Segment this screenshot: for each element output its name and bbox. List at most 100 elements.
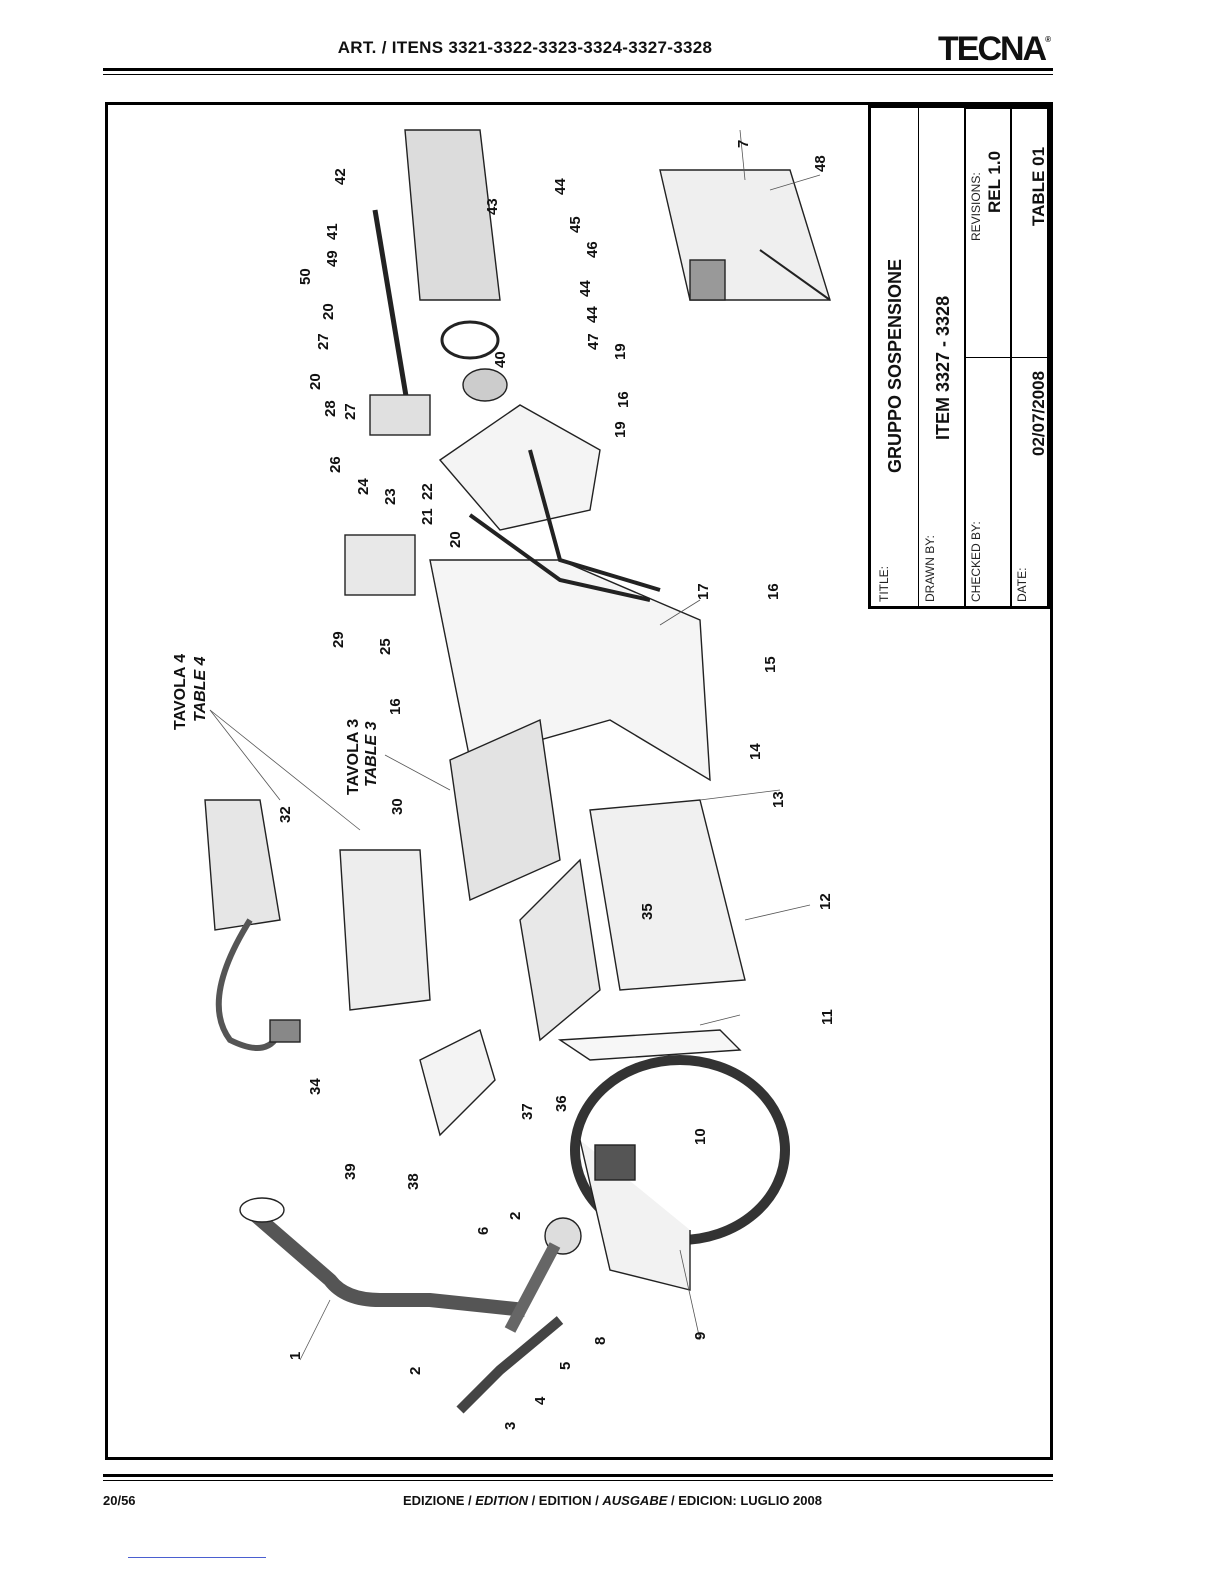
leader-line — [209, 709, 361, 831]
leader-line — [769, 174, 821, 191]
detail-rail-part — [759, 249, 831, 301]
callout-39: 39 — [342, 1163, 359, 1180]
shaft-part — [504, 1242, 561, 1333]
side-plate-part — [589, 799, 746, 991]
edition-text-c: / EDITION / — [527, 1493, 603, 1508]
callout-1: 1 — [287, 1352, 304, 1360]
callout-14: 14 — [747, 743, 764, 760]
document-header-title: ART. / ITENS 3321-3322-3323-3324-3327-33… — [337, 38, 713, 57]
footer-rule-thin — [103, 1480, 1053, 1481]
leader-line — [679, 1249, 701, 1341]
callout-19: 19 — [612, 343, 629, 360]
callout-3: 3 — [502, 1422, 519, 1430]
callout-25: 25 — [377, 638, 394, 655]
callout-4: 4 — [532, 1396, 549, 1405]
valve-block-part — [449, 718, 561, 902]
leader-line — [299, 1299, 331, 1361]
callout-19: 19 — [612, 421, 629, 438]
callout-8: 8 — [592, 1337, 609, 1345]
callout-29: 29 — [330, 631, 347, 648]
edition-line: EDIZIONE / EDITION / EDITION / AUSGABE /… — [0, 1493, 1225, 1508]
handle-bar-part — [250, 1209, 526, 1317]
tb-col-title — [871, 108, 919, 606]
tb-col-drawn — [919, 108, 965, 606]
callout-22: 22 — [419, 483, 436, 500]
tb-title-value: GRUPPO SOSPENSIONE — [885, 258, 905, 473]
tecna-logo: TECNA® — [938, 30, 1051, 69]
valve-assembly-part — [339, 849, 431, 1011]
callout-35: 35 — [639, 903, 656, 920]
callout-16: 16 — [387, 698, 404, 715]
leader-line — [699, 789, 781, 801]
callout-50: 50 — [297, 268, 314, 285]
callout-5: 5 — [557, 1362, 574, 1370]
handle-end-part — [239, 1197, 285, 1223]
side-plate-part — [557, 1029, 742, 1061]
title-block: TITLE: GRUPPO SOSPENSIONE DRAWN BY: ITEM… — [868, 105, 1050, 609]
callout-47: 47 — [585, 333, 602, 350]
exploded-assembly-drawing: 1 2 2 3 4 5 6 8 9 10 11 12 13 14 15 16 1… — [204, 129, 836, 1430]
cable-part — [215, 918, 283, 1051]
tb-drawn-value: ITEM 3327 - 3328 — [933, 295, 953, 440]
callout-10: 10 — [692, 1128, 709, 1145]
ref-tavola4: TAVOLA 4 — [172, 653, 189, 730]
callout-2: 2 — [507, 1212, 524, 1220]
control-module-part — [519, 858, 601, 1042]
callout-44: 44 — [584, 306, 601, 323]
tb-divider-h — [965, 357, 1047, 358]
leader-line — [384, 754, 451, 791]
detail-unit-part — [659, 169, 831, 301]
callout-43: 43 — [484, 198, 501, 215]
callout-20: 20 — [447, 531, 464, 548]
main-body-part — [429, 559, 711, 782]
tb-drawn-label: DRAWN BY: — [923, 535, 937, 602]
ref-table4: TABLE 4 — [192, 656, 209, 722]
leader-line — [744, 904, 811, 921]
ref-table3: TABLE 3 — [363, 721, 380, 787]
callout-28: 28 — [322, 400, 339, 417]
callout-32: 32 — [277, 806, 294, 823]
pad-part — [344, 534, 416, 596]
callout-16: 16 — [765, 583, 782, 600]
tb-checked-label: CHECKED BY: — [969, 521, 983, 602]
ref-tavola3: TAVOLA 3 — [345, 718, 362, 795]
callout-44: 44 — [577, 280, 594, 297]
callout-27: 27 — [342, 403, 359, 420]
pad-part — [369, 394, 431, 436]
callout-41: 41 — [324, 223, 341, 240]
callout-15: 15 — [762, 656, 779, 673]
connector-part — [269, 1019, 301, 1043]
pipe-part — [528, 449, 661, 592]
callout-30: 30 — [389, 798, 406, 815]
edition-text-e: / EDICION: LUGLIO 2008 — [667, 1493, 822, 1508]
edition-text-d: AUSGABE — [602, 1493, 668, 1508]
callout-38: 38 — [405, 1173, 422, 1190]
callout-45: 45 — [567, 216, 584, 233]
callout-16: 16 — [615, 391, 632, 408]
callout-49: 49 — [324, 250, 341, 267]
callout-34: 34 — [307, 1078, 324, 1095]
bellows-part — [404, 129, 501, 301]
callout-37: 37 — [519, 1103, 536, 1120]
tb-title-label: TITLE: — [877, 565, 891, 602]
header-rule-thick — [103, 68, 1053, 71]
tb-table-value: TABLE 01 — [1029, 146, 1048, 226]
callout-21: 21 — [419, 508, 436, 525]
callout-7: 7 — [735, 140, 752, 148]
callout-42: 42 — [332, 168, 349, 185]
tb-revisions-label: REVISIONS: — [969, 172, 983, 241]
callout-11: 11 — [819, 1009, 836, 1025]
callout-36: 36 — [553, 1095, 570, 1112]
flange-part — [462, 368, 508, 402]
callout-46: 46 — [584, 241, 601, 258]
callout-27: 27 — [315, 333, 332, 350]
leader-line — [739, 129, 746, 181]
rod-part — [372, 209, 413, 421]
callout-26: 26 — [327, 456, 344, 473]
solenoid-part — [689, 259, 726, 301]
link-underline[interactable] — [128, 1557, 266, 1558]
edition-text-b: EDITION — [475, 1493, 528, 1508]
tb-date-label: DATE: — [1015, 567, 1029, 602]
leader-line — [659, 599, 701, 626]
tb-divider-h — [965, 108, 1047, 109]
